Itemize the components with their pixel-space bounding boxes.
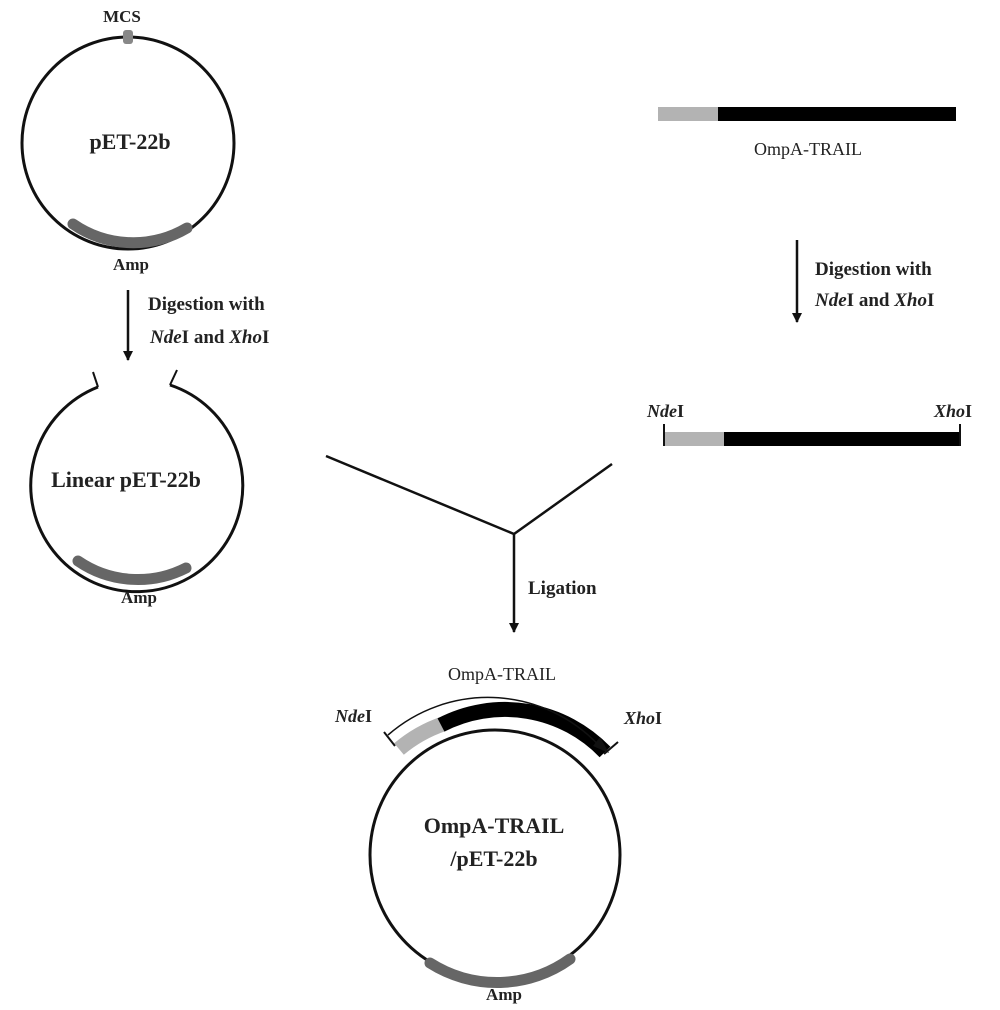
xho-label: XhoI bbox=[933, 401, 972, 421]
digested-insert: NdeI XhoI bbox=[646, 401, 972, 446]
pet22b-label: pET-22b bbox=[89, 129, 170, 154]
amp-label: Amp bbox=[121, 588, 157, 607]
enzyme-xho: Xho bbox=[933, 401, 965, 421]
enzyme-suffix: I bbox=[847, 290, 854, 311]
product-plasmid: OmpA-TRAIL NdeI XhoI OmpA-TRAIL /pET-22b… bbox=[334, 664, 662, 1004]
enzyme-suffix: I bbox=[677, 401, 684, 421]
enzyme-nde: Nde bbox=[149, 327, 182, 348]
enzyme-nde: Nde bbox=[334, 706, 365, 726]
linear-pet22b-label: Linear pET-22b bbox=[51, 467, 201, 492]
pet22b-plasmid: MCS pET-22b Amp bbox=[20, 7, 236, 274]
ompa-signal-segment bbox=[664, 432, 726, 446]
amp-gene-arc bbox=[72, 555, 192, 586]
cut-end-left bbox=[92, 371, 99, 388]
insert-label: OmpA-TRAIL bbox=[448, 664, 556, 684]
enzyme-suffix: I bbox=[655, 708, 662, 728]
ompa-trail-label: OmpA-TRAIL bbox=[754, 139, 862, 159]
amp-gene-arc bbox=[67, 218, 193, 249]
enzyme-xho: Xho bbox=[893, 290, 927, 311]
digestion-text-right: Digestion with bbox=[815, 259, 932, 280]
ompa-signal-arc bbox=[394, 716, 446, 755]
ligation-label: Ligation bbox=[528, 578, 597, 599]
and-text: and bbox=[854, 290, 894, 311]
nde-site-tick bbox=[383, 731, 396, 747]
enzyme-suffix: I bbox=[262, 327, 269, 348]
enzymes-text-left: NdeI and XhoI bbox=[149, 327, 269, 348]
enzyme-suffix: I bbox=[927, 290, 934, 311]
product-name-line2: /pET-22b bbox=[449, 846, 537, 871]
ligation-line-right bbox=[513, 462, 613, 536]
trail-arc bbox=[437, 701, 611, 758]
xho-site-tick bbox=[603, 741, 619, 755]
insert-direction-arrowhead bbox=[593, 737, 609, 753]
nde-label: NdeI bbox=[646, 401, 684, 421]
enzyme-suffix: I bbox=[365, 706, 372, 726]
and-text: and bbox=[189, 327, 229, 348]
nde-label: NdeI bbox=[334, 706, 372, 726]
trail-segment bbox=[718, 107, 956, 121]
linear-pet22b-plasmid: Linear pET-22b Amp bbox=[29, 369, 245, 607]
ligation-connector: Ligation bbox=[325, 454, 613, 633]
enzyme-xho: Xho bbox=[623, 708, 655, 728]
enzyme-nde: Nde bbox=[814, 290, 847, 311]
digestion-text-left: Digestion with bbox=[148, 294, 265, 315]
trail-segment bbox=[724, 432, 961, 446]
amp-label: Amp bbox=[113, 255, 149, 274]
mcs-label: MCS bbox=[103, 7, 141, 26]
insert-direction-arc bbox=[387, 696, 604, 751]
enzyme-xho: Xho bbox=[228, 327, 262, 348]
xho-label: XhoI bbox=[623, 708, 662, 728]
enzyme-suffix: I bbox=[182, 327, 189, 348]
ompa-trail-insert: OmpA-TRAIL bbox=[658, 107, 956, 159]
enzyme-nde: Nde bbox=[646, 401, 677, 421]
cut-end-right bbox=[169, 369, 178, 386]
amp-gene-arc bbox=[424, 953, 576, 988]
product-name-line1: OmpA-TRAIL bbox=[424, 813, 565, 838]
ligation-line-left bbox=[325, 454, 515, 536]
ompa-signal-segment bbox=[658, 107, 720, 121]
linear-plasmid-arc bbox=[29, 383, 245, 594]
amp-label: Amp bbox=[486, 985, 522, 1004]
enzymes-text-right: NdeI and XhoI bbox=[814, 290, 934, 311]
mcs-marker bbox=[123, 30, 133, 44]
enzyme-suffix: I bbox=[965, 401, 972, 421]
